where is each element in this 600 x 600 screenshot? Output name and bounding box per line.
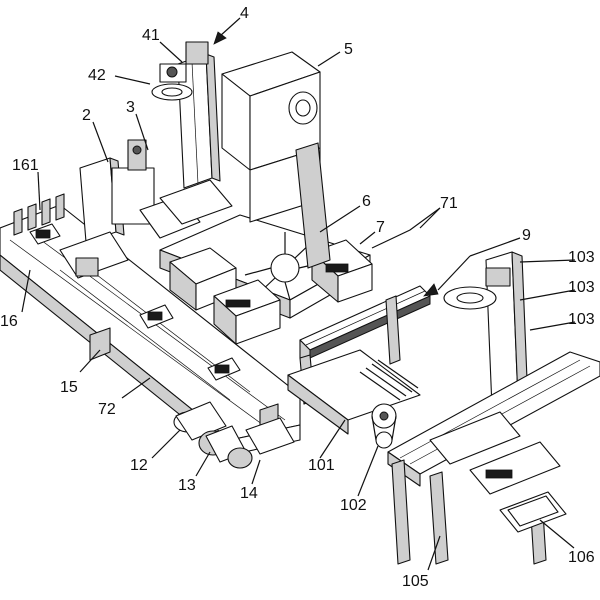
label-5: 5 — [344, 41, 353, 58]
label-7: 7 — [376, 219, 385, 236]
label-13: 13 — [178, 477, 196, 494]
label-101: 101 — [308, 457, 335, 474]
label-103-middle: 103 — [568, 279, 595, 296]
label-4: 4 — [240, 5, 249, 22]
label-161: 161 — [12, 157, 39, 174]
laser-box-5 — [221, 51, 331, 269]
label-3: 3 — [126, 99, 135, 116]
drive-motors — [173, 401, 295, 469]
vertical-tower-4 — [151, 41, 221, 189]
left-stations — [59, 139, 233, 279]
right-unloading-unit — [387, 251, 600, 565]
label-6: 6 — [362, 193, 371, 210]
label-71: 71 — [440, 195, 458, 212]
label-16: 16 — [0, 313, 18, 330]
label-9: 9 — [522, 227, 531, 244]
label-103-top: 103 — [568, 249, 595, 266]
part-labels: 4 41 42 5 2 3 161 6 71 7 9 103 103 103 1… — [0, 5, 595, 590]
label-2: 2 — [82, 107, 91, 124]
label-12: 12 — [130, 457, 148, 474]
label-105: 105 — [402, 573, 429, 590]
label-72: 72 — [98, 401, 116, 418]
label-106: 106 — [568, 549, 595, 566]
label-42: 42 — [88, 67, 106, 84]
rotary-table — [159, 214, 373, 345]
leader-lines — [21, 17, 576, 571]
label-15: 15 — [60, 379, 78, 396]
label-41: 41 — [142, 27, 160, 44]
label-102: 102 — [340, 497, 367, 514]
label-103-bottom: 103 — [568, 311, 595, 328]
transfer-station — [287, 349, 421, 449]
label-14: 14 — [240, 485, 258, 502]
